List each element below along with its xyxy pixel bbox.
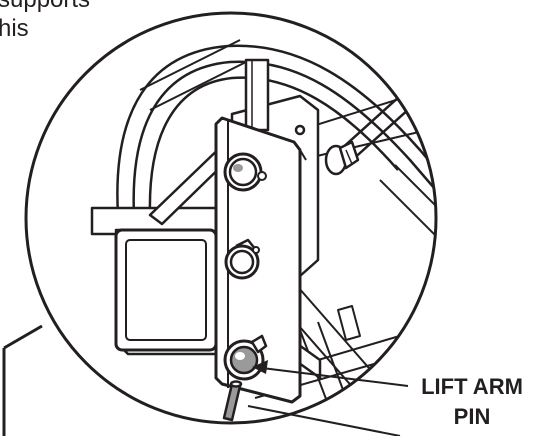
middle-pin bbox=[224, 238, 260, 280]
upper-pin bbox=[223, 152, 267, 192]
detail-circle bbox=[24, 11, 438, 425]
detail-leader-line bbox=[2, 324, 43, 436]
hose-fitting bbox=[324, 140, 360, 176]
square-receiver-tube bbox=[90, 206, 244, 356]
hydraulic-hoses bbox=[116, 44, 436, 219]
upright-tube bbox=[244, 58, 270, 132]
callout-arrow-bolt bbox=[247, 405, 401, 436]
callout-arrow-lift-arm-pin bbox=[252, 360, 409, 387]
rail-slot bbox=[337, 305, 361, 341]
lift-arm-pin bbox=[223, 334, 268, 381]
lift-arm-pin-label-line-1: LIFT ARM bbox=[421, 374, 523, 399]
caption-line-1: supports bbox=[0, 0, 90, 14]
caption-line-2: his bbox=[0, 15, 29, 42]
lift-arm-pin-label-line-2: PIN bbox=[453, 404, 491, 429]
magnified-detail bbox=[90, 39, 436, 423]
bolt bbox=[222, 380, 243, 422]
